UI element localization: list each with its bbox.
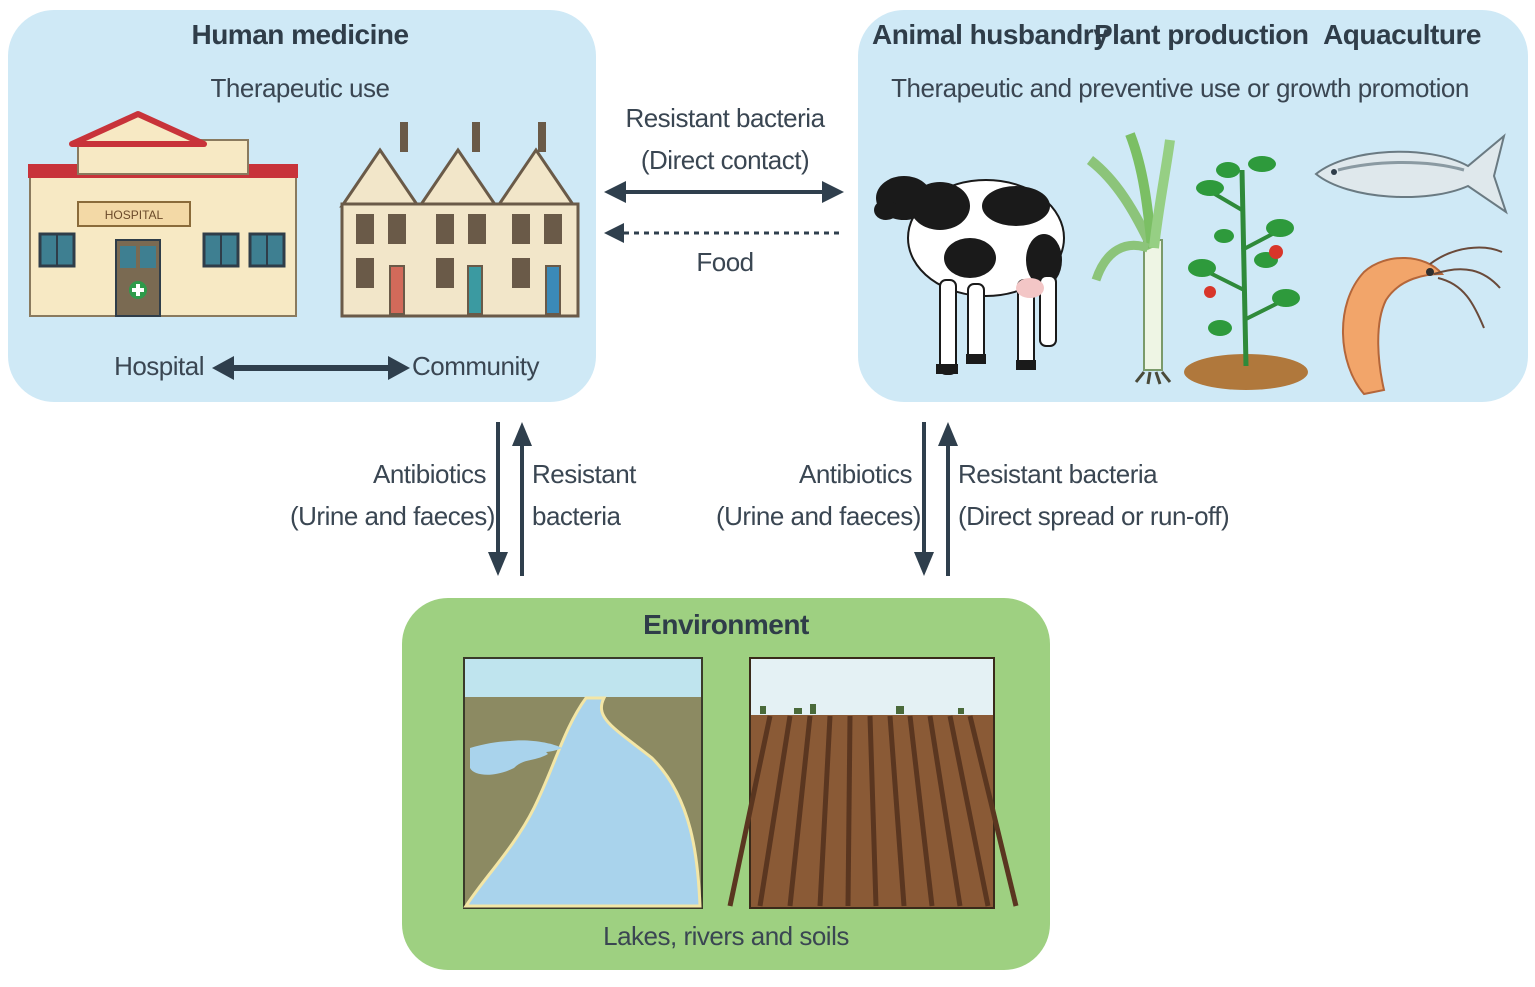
- human-medicine-title: Human medicine: [191, 19, 409, 50]
- agri-resistant-bacteria-label: Resistant bacteria: [958, 459, 1158, 489]
- food-label: Food: [696, 247, 754, 277]
- hospital-label: Hospital: [114, 351, 204, 381]
- cow-illustration: [874, 176, 1065, 375]
- hospital-community-arrow: [212, 356, 410, 380]
- tomato-plant-illustration: [1184, 156, 1308, 390]
- community-houses-illustration: [339, 122, 580, 318]
- human-medicine-subtitle: Therapeutic use: [210, 73, 390, 103]
- agri-antibiotics-label: Antibiotics: [799, 459, 913, 489]
- agriculture-subtitle: Therapeutic and preventive use or growth…: [891, 73, 1469, 103]
- leek-illustration: [1086, 132, 1175, 385]
- agri-urine-faeces-label: (Urine and faeces): [716, 501, 921, 531]
- aquaculture-title: Aquaculture: [1323, 19, 1481, 50]
- hospital-sign-text: HOSPITAL: [105, 208, 164, 222]
- direct-contact-label: (Direct contact): [640, 145, 810, 175]
- food-arrow: [604, 223, 844, 243]
- human-urine-faeces-label: (Urine and faeces): [290, 501, 495, 531]
- river-illustration: [463, 657, 703, 909]
- human-resistant-label: Resistant: [532, 459, 636, 489]
- human-bacteria-label: bacteria: [532, 501, 621, 531]
- shrimp-illustration: [1342, 246, 1503, 396]
- direct-contact-arrow: [604, 181, 844, 203]
- human-environment-arrows: [488, 422, 532, 576]
- environment-title: Environment: [643, 609, 809, 640]
- agri-direct-spread-label: (Direct spread or run-off): [958, 501, 1230, 531]
- hospital-illustration: HOSPITAL: [28, 111, 298, 317]
- environment-caption: Lakes, rivers and soils: [603, 921, 849, 951]
- community-label: Community: [412, 351, 539, 381]
- field-illustration: [727, 657, 1019, 909]
- human-antibiotics-label: Antibiotics: [373, 459, 487, 489]
- plant-production-title: Plant production: [1094, 19, 1309, 50]
- animal-husbandry-title: Animal husbandry: [872, 19, 1109, 50]
- fish-illustration: [1314, 133, 1508, 215]
- agriculture-environment-arrows: [914, 422, 958, 576]
- resistant-bacteria-contact-label: Resistant bacteria: [625, 103, 825, 133]
